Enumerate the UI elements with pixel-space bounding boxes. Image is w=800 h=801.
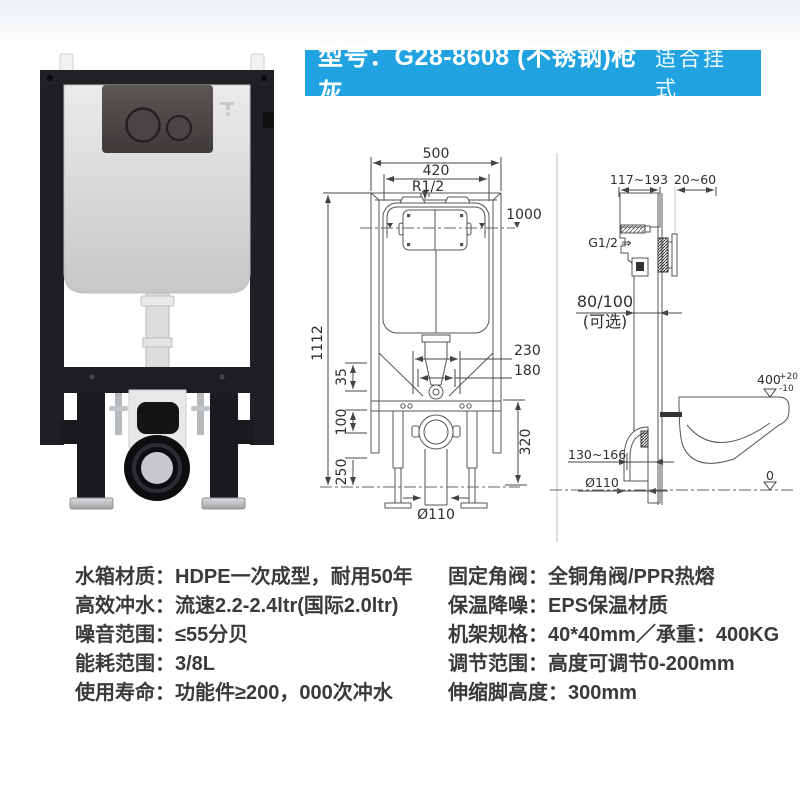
frame-clip — [263, 112, 273, 128]
side-dim-drain-offset: 130~166 — [568, 447, 674, 470]
svg-text:250: 250 — [334, 459, 350, 486]
spec-foot-height: 伸缩脚高度：300mm — [448, 682, 637, 704]
svg-text:G1/2: G1/2 — [588, 235, 618, 250]
brand-logo-icon — [220, 102, 234, 116]
svg-text:420: 420 — [423, 163, 450, 179]
svg-text:20~60: 20~60 — [674, 172, 716, 187]
front-crossbar — [371, 400, 501, 412]
svg-text:180: 180 — [514, 363, 541, 379]
front-centerline-1000: 1000 — [360, 207, 542, 229]
front-dim-320: 320 — [503, 399, 534, 486]
spec-service-life: 使用寿命：功能件≥200，000次冲水 — [75, 682, 393, 704]
spec-adjust-range: 调节范围：高度可调节0-200mm — [448, 653, 735, 675]
front-technical-drawing: 500 420 R1/2 — [310, 146, 542, 523]
top-background-tint — [0, 0, 800, 54]
front-drain — [411, 414, 461, 506]
side-toilet-bowl — [660, 396, 790, 464]
front-dims-left-stack: 35 100 250 — [334, 362, 367, 486]
feet — [69, 497, 246, 510]
front-dim-230: 230 — [412, 343, 541, 394]
flush-plate — [102, 85, 213, 153]
side-floor-level: 0 — [763, 468, 777, 491]
spec-angle-valve: 固定角阀：全铜角阀/PPR热熔 — [448, 566, 715, 588]
side-dim-bowl-height: 400 +20 -10 — [757, 372, 798, 398]
spec-insulation: 保温降噪：EPS保温材质 — [448, 595, 669, 617]
product-photo — [40, 53, 274, 510]
side-dim-wall: 20~60 — [674, 172, 717, 270]
model-label: 型号：G28-8608 (不锈钢)枪灰 — [318, 43, 637, 107]
flush-button-large — [125, 107, 161, 143]
front-frame — [370, 192, 502, 454]
side-dim-drain-dia: Ø110 — [578, 475, 668, 494]
svg-text:400: 400 — [757, 372, 781, 387]
svg-text:Ø110: Ø110 — [585, 475, 619, 490]
front-dim-1112: 1112 — [310, 192, 371, 485]
svg-text:0: 0 — [766, 468, 774, 483]
mount-type-tag: 适合挂式 — [655, 48, 728, 101]
spec-noise-range: 噪音范围：≤55分贝 — [75, 624, 249, 646]
svg-text:1000: 1000 — [506, 207, 542, 223]
svg-text:500: 500 — [423, 146, 450, 162]
spec-flush-rate: 高效冲水：流速2.2-2.4ltr(国际2.0ltr) — [75, 595, 399, 617]
svg-text:130~166: 130~166 — [568, 447, 626, 462]
svg-text:230: 230 — [514, 343, 541, 359]
front-legs — [384, 411, 488, 509]
svg-text:1112: 1112 — [310, 325, 326, 361]
side-technical-drawing: 117~193 20~60 G1/2 ⇒ 80/100 (可选 — [550, 153, 798, 542]
svg-text:80/100: 80/100 — [577, 292, 633, 311]
svg-text:117~193: 117~193 — [610, 172, 668, 187]
svg-text:+20: +20 — [779, 372, 798, 382]
front-access-panel — [398, 209, 472, 251]
front-dim-420: 420 — [383, 163, 490, 201]
flush-pipe — [140, 292, 175, 370]
spec-list-left: 水箱材质：HDPE一次成型，耐用50年 高效冲水：流速2.2-2.4ltr(国际… — [75, 563, 413, 708]
side-inlet-g12: G1/2 ⇒ — [588, 235, 631, 250]
svg-text:320: 320 — [518, 429, 534, 456]
title-banner: 型号：G28-8608 (不锈钢)枪灰 适合挂式 — [305, 43, 761, 107]
svg-text:-10: -10 — [779, 384, 794, 394]
svg-text:Ø110: Ø110 — [417, 507, 455, 523]
frame-legs — [60, 393, 254, 503]
svg-text:100: 100 — [334, 409, 350, 436]
front-dim-drain: Ø110 — [403, 495, 469, 523]
side-drain-elbow — [623, 426, 661, 504]
front-dim-500: 500 — [370, 146, 502, 191]
front-dim-180: 180 — [417, 363, 541, 387]
spec-tank-material: 水箱材质：HDPE一次成型，耐用50年 — [75, 566, 413, 588]
svg-text:⇒: ⇒ — [621, 235, 631, 250]
spec-energy-range: 能耗范围：3/8L — [75, 653, 216, 675]
side-dim-offset: 80/100 (可选) — [576, 292, 682, 331]
flush-button-small — [165, 114, 193, 142]
front-flush-pipe — [378, 334, 494, 400]
spec-frame-size: 机架规格：40*40mm／承重：400KG — [448, 624, 780, 646]
mounting-rods — [109, 393, 210, 435]
crossbar — [40, 367, 274, 393]
front-inlet-r12: R1/2 — [412, 179, 444, 199]
drain-elbow — [124, 402, 190, 501]
svg-text:35: 35 — [334, 368, 350, 386]
svg-text:(可选): (可选) — [583, 312, 628, 331]
spec-list-right: 固定角阀：全铜角阀/PPR热熔 保温降噪：EPS保温材质 机架规格：40*40m… — [448, 563, 779, 708]
side-flush-plate — [657, 233, 678, 277]
svg-text:R1/2: R1/2 — [412, 179, 444, 195]
